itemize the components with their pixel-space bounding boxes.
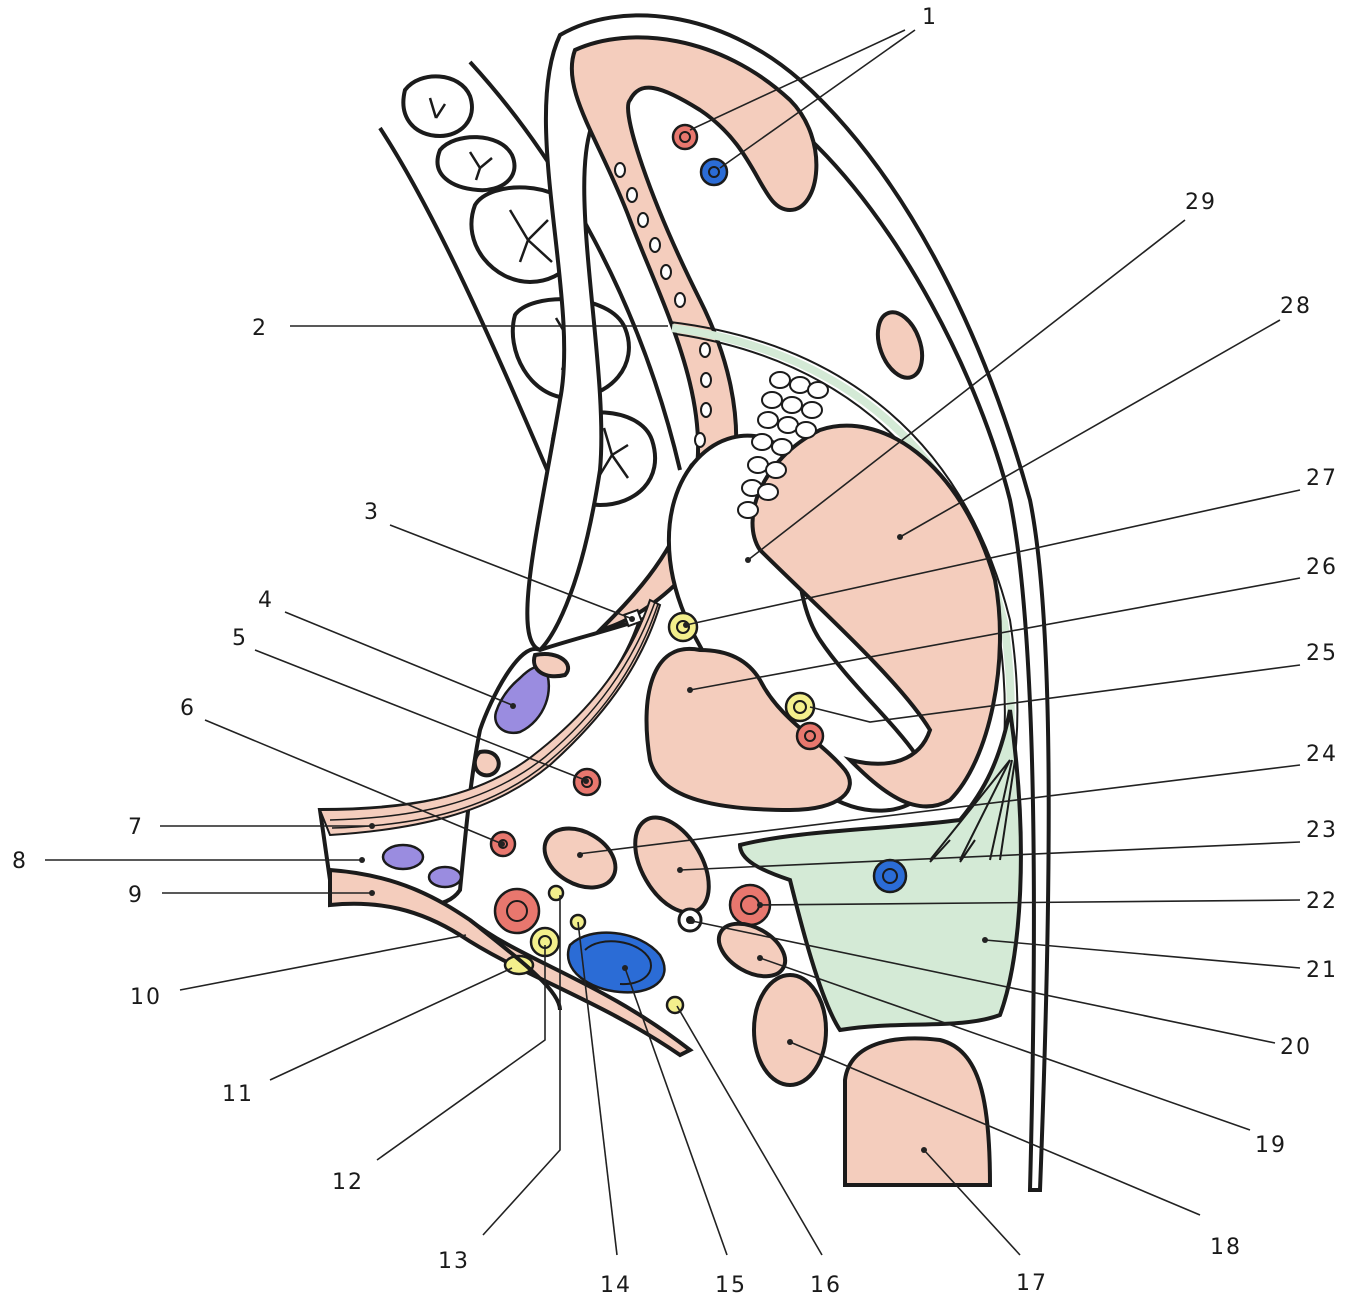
label-3: 3 — [364, 500, 380, 525]
label-9: 9 — [128, 883, 144, 908]
label-27: 27 — [1306, 466, 1338, 491]
inferior-alveolar-artery — [797, 723, 823, 749]
label-16: 16 — [810, 1273, 842, 1298]
stylopharyngeus — [620, 805, 724, 925]
label-17: 17 — [1016, 1271, 1048, 1296]
label-1: 1 — [922, 5, 938, 30]
label-4: 4 — [258, 588, 274, 613]
label-13: 13 — [438, 1249, 470, 1274]
parotid-duct-muscle — [870, 306, 931, 384]
retropharyngeal-node-2 — [429, 867, 461, 887]
label-8: 8 — [12, 849, 28, 874]
label-12: 12 — [332, 1170, 364, 1195]
label-29: 29 — [1185, 190, 1217, 215]
lingual-nerve — [669, 613, 697, 641]
label-5: 5 — [232, 626, 248, 651]
label-20: 20 — [1280, 1035, 1312, 1060]
label-7: 7 — [128, 815, 144, 840]
label-11: 11 — [222, 1082, 254, 1107]
retropharyngeal-node-1 — [383, 845, 423, 869]
label-24: 24 — [1306, 742, 1338, 767]
sternocleidomastoid — [845, 1038, 990, 1185]
inferior-alveolar-nerve — [786, 693, 814, 721]
label-6: 6 — [180, 696, 196, 721]
label-22: 22 — [1306, 889, 1338, 914]
label-18: 18 — [1210, 1235, 1242, 1260]
label-28: 28 — [1280, 294, 1312, 319]
label-23: 23 — [1306, 818, 1338, 843]
label-19: 19 — [1255, 1133, 1287, 1158]
palatoglossus — [534, 654, 568, 676]
retromandibular-vein — [874, 860, 906, 892]
label-15: 15 — [715, 1273, 747, 1298]
label-25: 25 — [1306, 641, 1338, 666]
label-10: 10 — [130, 985, 162, 1010]
tooth-1 — [403, 76, 472, 136]
internal-carotid-artery — [495, 889, 539, 933]
glossopharyngeal-nerve — [549, 886, 563, 900]
digastric-posterior-belly — [754, 975, 826, 1085]
label-21: 21 — [1306, 958, 1338, 983]
mandible — [380, 62, 680, 505]
label-26: 26 — [1306, 555, 1338, 580]
label-2: 2 — [252, 316, 268, 341]
palatopharyngeus — [475, 752, 499, 776]
label-14: 14 — [600, 1273, 632, 1298]
facial-vein — [701, 159, 727, 185]
